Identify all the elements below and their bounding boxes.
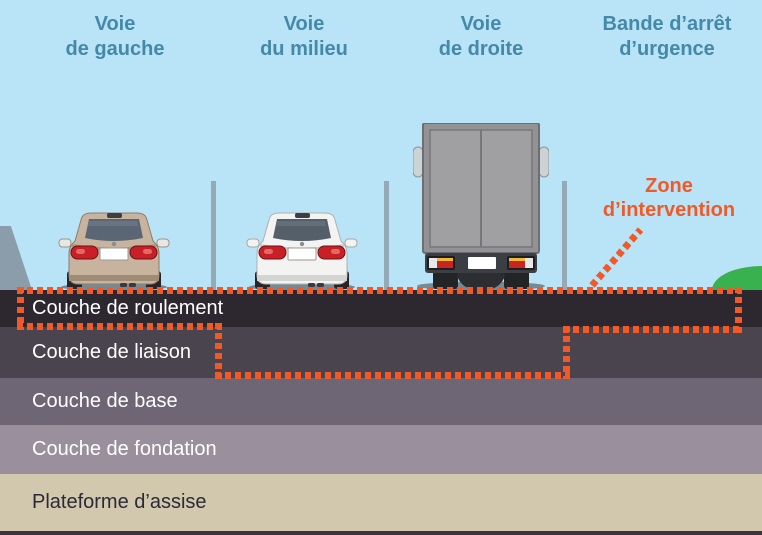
layer-couche-de-base: Couche de base [0, 378, 762, 425]
truck [413, 123, 549, 291]
zone-outline-left-bottom [17, 323, 222, 330]
zone-outline-step-right [563, 326, 570, 379]
lane-label-emergency-line1: Bande d’arrêt [602, 13, 732, 35]
zone-label-line1: Zone [645, 175, 693, 197]
zone-outline-left [17, 287, 24, 330]
lane-label-right: Voie de droite [386, 12, 576, 62]
layer-couche-de-fondation: Couche de fondation [0, 425, 762, 474]
lane-label-emergency-line2: d’urgence [619, 38, 715, 60]
lane-divider-post [384, 181, 389, 290]
layer-plateforme-d-assise: Plateforme d’assise [0, 474, 762, 531]
white-car [246, 212, 358, 291]
zone-outline-mid-bottom [215, 372, 570, 379]
lane-divider-post [562, 181, 567, 290]
lane-label-emergency: Bande d’arrêt d’urgence [572, 12, 762, 62]
concrete-barrier [0, 226, 32, 290]
zone-outline-right [735, 287, 742, 333]
lane-label-middle-line2: du milieu [260, 38, 348, 60]
zone-outline-step-left [215, 323, 222, 379]
layer-label: Couche de base [32, 390, 178, 412]
zone-label-line2: d’intervention [602, 199, 736, 221]
layer-label: Plateforme d’assise [32, 491, 207, 513]
layer-label: Couche de roulement [32, 297, 224, 319]
lane-label-middle-line1: Voie [283, 13, 325, 35]
ground-base-strip [0, 531, 762, 535]
lane-label-left-line2: de gauche [65, 38, 165, 60]
lane-label-middle: Voie du milieu [209, 12, 399, 62]
zone-outline-top [17, 287, 742, 294]
beige-car [58, 212, 170, 291]
zone-intervention-label: Zone d’intervention [579, 174, 759, 222]
layer-label: Couche de liaison [32, 341, 191, 363]
lane-label-right-line1: Voie [460, 13, 502, 35]
layer-label: Couche de fondation [32, 438, 217, 460]
zone-outline-right-bottom [563, 326, 742, 333]
lane-label-left: Voie de gauche [20, 12, 210, 62]
layer-couche-de-liaison: Couche de liaison [0, 327, 762, 378]
layer-couche-de-roulement: Couche de roulement [0, 290, 762, 327]
lane-label-left-line1: Voie [94, 13, 136, 35]
zone-pointer-line [589, 227, 644, 288]
lane-divider-post [211, 181, 216, 290]
lane-label-right-line2: de droite [438, 38, 524, 60]
